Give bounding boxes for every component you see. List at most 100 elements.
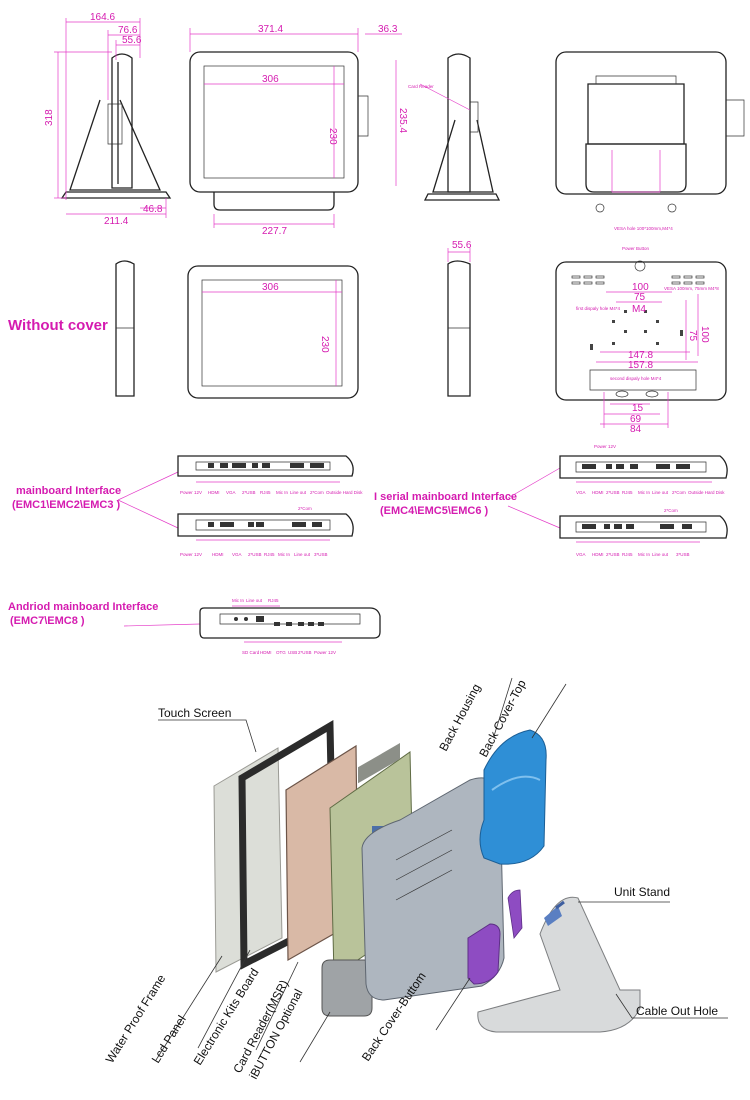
io-panel-emc1-b: 2*Com Power 12V HDMI VGA 2*USB RJ45 Mic … bbox=[177, 506, 354, 557]
port-rj45-b: RJ45 bbox=[264, 552, 275, 557]
mainboard-1-models: (EMC1\EMC2\EMC3 ) bbox=[12, 499, 121, 511]
dim-69: 69 bbox=[630, 414, 642, 425]
port-rj45-c: RJ45 bbox=[622, 490, 633, 495]
dim-screen-height: 230 bbox=[327, 128, 338, 145]
dim-screen-width-nc: 306 bbox=[262, 282, 279, 293]
port-mic-in-d: Mic In bbox=[638, 552, 650, 557]
port-com2-a: 2*Com bbox=[310, 490, 324, 495]
port-vga-b: VGA bbox=[232, 552, 242, 557]
dim-side-depth-2: 76.6 bbox=[118, 25, 138, 36]
back-cover-bottom-part bbox=[467, 923, 501, 985]
label-lcd-panel: Lcd Panel bbox=[149, 1013, 189, 1066]
port-hdmi-d: HDMI bbox=[592, 552, 604, 557]
right-side-view: Card Reader bbox=[408, 53, 501, 201]
io-panel-emc7: Mic In Line out RJ45 SD Card HDMI OTG US… bbox=[199, 598, 381, 655]
dim-84: 84 bbox=[630, 424, 642, 435]
dim-75-vertical: 75 bbox=[687, 330, 698, 342]
dim-100: 100 bbox=[632, 282, 649, 293]
label-touch-screen: Touch Screen bbox=[158, 706, 231, 720]
io-panel-emc1-a: Power 12V HDMI VGA 2*USB RJ45 Mic In Lin… bbox=[177, 455, 363, 495]
card-reader-part bbox=[321, 959, 373, 1017]
port-usb3-b: 3*USB bbox=[314, 552, 328, 557]
dim-side-depth-3: 55.6 bbox=[122, 35, 142, 46]
port-hdmi-a: HDMI bbox=[208, 490, 220, 495]
vesa-note: VESA hole 100*100mm,M4*4 bbox=[614, 226, 673, 231]
port-line-out-b: Line out bbox=[294, 552, 311, 557]
port-power12v-c: Power 12V bbox=[594, 444, 616, 449]
label-back-housing: Back Housing bbox=[436, 681, 483, 753]
port-rj45-d: RJ45 bbox=[622, 552, 633, 557]
port-vga-c: VGA bbox=[576, 490, 586, 495]
dim-147-8: 147.8 bbox=[628, 350, 653, 361]
port-usb3-d: 3*USB bbox=[676, 552, 690, 557]
port-hdmi-b: HDMI bbox=[212, 552, 224, 557]
io-panel-emc4-b: 2*Com VGA HDMI 2*USB RJ45 Mic In Line ou… bbox=[559, 508, 728, 557]
touch-screen-part bbox=[213, 747, 283, 973]
port-usb-e: USB bbox=[288, 650, 297, 655]
port-vga-a: VGA bbox=[226, 490, 236, 495]
vesa-note-2: VESA 100mm, 75mm M4*8 bbox=[664, 286, 719, 291]
port-line-out-e: Line out bbox=[246, 598, 263, 603]
dim-157-8: 157.8 bbox=[628, 360, 653, 371]
port-hdmi-e: HDMI bbox=[260, 650, 272, 655]
port-line-out-a: Line out bbox=[290, 490, 307, 495]
mainboard-2-heading: I serial mainboard Interface bbox=[374, 491, 517, 503]
side-view-with-cover: 164.6 76.6 55.6 318 211.4 46.8 bbox=[44, 12, 172, 227]
port-rj45-e: RJ45 bbox=[268, 598, 279, 603]
port-usb2-c: 2*USB bbox=[606, 490, 620, 495]
port-usb2-d: 2*USB bbox=[606, 552, 620, 557]
dim-15: 15 bbox=[632, 403, 644, 414]
power-button-label: Power Button bbox=[622, 246, 650, 251]
port-com2-d-top: 2*Com bbox=[664, 508, 678, 513]
dim-height: 318 bbox=[44, 109, 55, 126]
mainboard-3-heading: Andriod mainboard Interface bbox=[8, 601, 158, 613]
dim-screen-width: 306 bbox=[262, 74, 279, 85]
without-cover-heading: Without cover bbox=[8, 317, 108, 334]
port-usb2-b: 2*USB bbox=[248, 552, 262, 557]
dim-75: 75 bbox=[634, 292, 646, 303]
port-usb2-e: 2*USB bbox=[298, 650, 312, 655]
port-otg-e: OTG bbox=[276, 650, 286, 655]
dim-reader-width: 36.3 bbox=[378, 24, 398, 35]
side-view-without-cover bbox=[115, 260, 135, 397]
dim-screen-height-nc: 230 bbox=[319, 336, 330, 353]
dim-front-width: 371.4 bbox=[258, 24, 283, 35]
label-unit-stand: Unit Stand bbox=[614, 885, 670, 899]
dim-base-depth: 211.4 bbox=[104, 216, 129, 227]
io-panel-emc4-a: Power 12V VGA HDMI 2*USB RJ45 Mic In Lin… bbox=[559, 444, 728, 495]
right-side-without-cover: 55.6 bbox=[447, 240, 472, 397]
port-hdmi-c: HDMI bbox=[592, 490, 604, 495]
rear-view-with-stand: VESA hole 100*100mm,M4*4 bbox=[555, 51, 745, 231]
mainboard-2-models: (EMC4\EMC5\EMC6 ) bbox=[380, 505, 489, 517]
port-usb2-a: 2*USB bbox=[242, 490, 256, 495]
exploded-view bbox=[213, 719, 641, 1033]
back-cover-top-part bbox=[479, 729, 547, 865]
rear-view-without-cover: Power Button bbox=[555, 246, 727, 435]
dim-panel-height: 235.4 bbox=[397, 108, 408, 133]
port-mic-in-b: Mic In bbox=[278, 552, 290, 557]
front-view-with-cover: 371.4 36.3 306 230 235.4 227.7 bbox=[189, 24, 408, 237]
port-mic-in-a: Mic In bbox=[276, 490, 288, 495]
port-power12v-e: Power 12V bbox=[314, 650, 336, 655]
port-mic-in-e: Mic In bbox=[232, 598, 244, 603]
dim-side-depth-nc: 55.6 bbox=[452, 240, 472, 251]
port-line-out-c: Line out bbox=[652, 490, 669, 495]
dim-base-tip: 46.8 bbox=[143, 204, 163, 215]
port-hard-disk-c: Outside Hard Disk bbox=[688, 490, 725, 495]
port-power12v-a: Power 12V bbox=[180, 490, 202, 495]
port-vga-d: VGA bbox=[576, 552, 586, 557]
first-holes-note: first dispaly hole M4*4 bbox=[576, 306, 621, 311]
dim-side-depth: 164.6 bbox=[90, 12, 115, 23]
port-hard-disk-a: Outside Hard Disk bbox=[326, 490, 363, 495]
port-com2-c: 2*Com bbox=[672, 490, 686, 495]
dim-stand-width: 227.7 bbox=[262, 226, 287, 237]
label-cable-out-hole: Cable Out Hole bbox=[636, 1004, 718, 1018]
mainboard-1-heading: mainboard Interface bbox=[16, 485, 121, 497]
card-reader-label: Card Reader bbox=[408, 84, 434, 89]
port-power12v-b: Power 12V bbox=[180, 552, 202, 557]
port-rj45-a: RJ45 bbox=[260, 490, 271, 495]
port-mic-in-c: Mic In bbox=[638, 490, 650, 495]
mainboard-3-models: (EMC7\EMC8 ) bbox=[10, 615, 85, 627]
dim-100-vertical: 100 bbox=[699, 326, 710, 343]
